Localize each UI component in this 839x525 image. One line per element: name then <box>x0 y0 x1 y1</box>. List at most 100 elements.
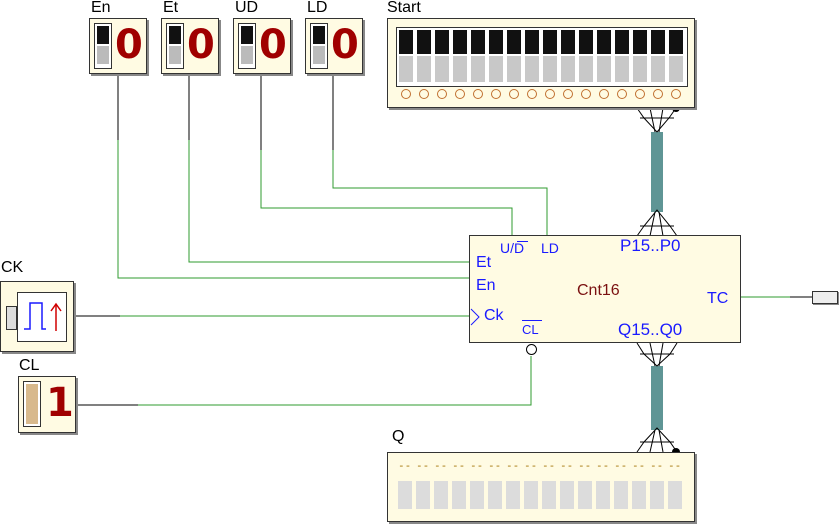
q-dash: -- <box>452 459 466 472</box>
start-dip-switch[interactable] <box>399 30 413 82</box>
q-label: Q <box>392 428 405 445</box>
cl-toggle[interactable]: 1 <box>18 376 76 433</box>
q-cell <box>398 481 412 509</box>
q-dash: -- <box>416 459 430 472</box>
pin-p: P15..P0 <box>620 236 681 255</box>
q-dash: -- <box>398 459 412 472</box>
start-led <box>473 89 483 99</box>
start-dip-switch[interactable] <box>669 30 683 82</box>
en-toggle[interactable]: 0 <box>89 18 147 74</box>
start-led <box>563 89 573 99</box>
start-dip-switch[interactable] <box>579 30 593 82</box>
cl-inversion-bubble <box>526 344 537 355</box>
wire-ld <box>332 74 548 236</box>
q-dash: -- <box>434 459 448 472</box>
clock-knob[interactable] <box>6 306 17 330</box>
pin-ud: U/D <box>500 240 525 256</box>
q-dash: -- <box>668 459 682 472</box>
start-dip-switch[interactable] <box>435 30 449 82</box>
en-digit: 0 <box>115 22 143 68</box>
start-dip-switch[interactable] <box>417 30 431 82</box>
q-cell <box>470 481 484 509</box>
start-dip-switch[interactable] <box>597 30 611 82</box>
q-cell <box>524 481 538 509</box>
wire-en <box>117 74 469 279</box>
clock-waveform-icon <box>17 292 67 342</box>
pin-et: Et <box>476 254 492 271</box>
q-cell <box>560 481 574 509</box>
start-dip-switch[interactable] <box>561 30 575 82</box>
start-dip-switch[interactable] <box>471 30 485 82</box>
q-cell <box>452 481 466 509</box>
start-led <box>437 89 447 99</box>
q-cell <box>434 481 448 509</box>
counter-name: Cnt16 <box>577 282 620 299</box>
start-led <box>527 89 537 99</box>
start-dip-switch[interactable] <box>507 30 521 82</box>
wire-ud <box>260 74 513 236</box>
start-dip-switch[interactable] <box>543 30 557 82</box>
ck-label: CK <box>1 259 24 276</box>
ud-label: UD <box>235 0 259 16</box>
q-dash: -- <box>560 459 574 472</box>
cl-digit: 1 <box>46 380 74 426</box>
bus-start-to-p <box>636 104 680 237</box>
ud-overbar <box>517 241 528 242</box>
q-display: -------------------------------- <box>387 452 695 522</box>
q-dash: -- <box>614 459 628 472</box>
pin-cl: CL <box>522 322 539 337</box>
ud-toggle[interactable]: 0 <box>233 18 291 74</box>
q-cell <box>596 481 610 509</box>
q-dash: -- <box>542 459 556 472</box>
start-label: Start <box>387 0 421 16</box>
q-cell <box>668 481 682 509</box>
counter-block[interactable]: U/D LD P15..P0 Et En Cnt16 TC Ck CL Q15.… <box>469 235 741 343</box>
q-cell <box>506 481 520 509</box>
start-dip-switch[interactable] <box>633 30 647 82</box>
clock-input-triangle <box>470 308 480 326</box>
cl-label: CL <box>19 357 40 374</box>
start-led <box>509 89 519 99</box>
start-dip-switch[interactable] <box>453 30 467 82</box>
q-dash: -- <box>650 459 664 472</box>
start-led <box>581 89 591 99</box>
start-switch-bank[interactable] <box>387 18 695 108</box>
start-led <box>401 89 411 99</box>
pin-en: En <box>476 277 496 294</box>
pin-q: Q15..Q0 <box>618 320 683 339</box>
start-dip-switch[interactable] <box>525 30 539 82</box>
q-cell <box>542 481 556 509</box>
wire-et <box>188 74 469 263</box>
start-led <box>455 89 465 99</box>
start-led <box>419 89 429 99</box>
pin-ck: Ck <box>484 307 504 324</box>
start-led <box>599 89 609 99</box>
et-toggle[interactable]: 0 <box>161 18 219 74</box>
ud-digit: 0 <box>259 22 287 68</box>
cl-overbar <box>522 320 542 321</box>
start-dip-switch[interactable] <box>489 30 503 82</box>
q-dash: -- <box>524 459 538 472</box>
q-dash: -- <box>632 459 646 472</box>
ld-toggle[interactable]: 0 <box>305 18 363 74</box>
en-label: En <box>91 0 111 16</box>
start-led <box>545 89 555 99</box>
wire-cl <box>76 356 532 406</box>
q-cell <box>614 481 628 509</box>
clock-generator[interactable] <box>0 281 74 352</box>
q-dash: -- <box>596 459 610 472</box>
pin-tc: TC <box>707 290 729 307</box>
q-dash: -- <box>506 459 520 472</box>
start-dip-switch[interactable] <box>651 30 665 82</box>
q-cell <box>578 481 592 509</box>
start-dip-switch[interactable] <box>615 30 629 82</box>
start-led <box>491 89 501 99</box>
start-led <box>617 89 627 99</box>
q-dash: -- <box>488 459 502 472</box>
start-led <box>653 89 663 99</box>
et-digit: 0 <box>187 22 215 68</box>
start-led <box>635 89 645 99</box>
ld-digit: 0 <box>331 22 359 68</box>
q-dash: -- <box>470 459 484 472</box>
